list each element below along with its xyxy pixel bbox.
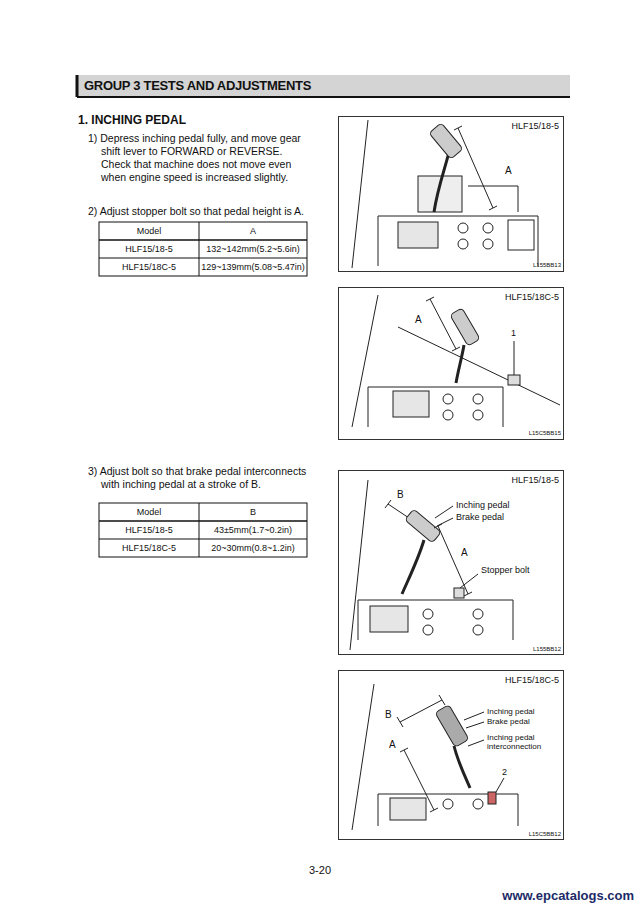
instruction-step: 1) Depress inching pedal fully, and move… — [88, 132, 314, 184]
callout-number: 2 — [502, 767, 507, 778]
table-cell: 129~139mm(5.08~5.47in) — [199, 258, 307, 276]
model-label: HLF15/18C-5 — [449, 292, 559, 303]
table-cell: HLF15/18C-5 — [99, 539, 199, 557]
table-cell: HLF15/18-5 — [99, 240, 199, 258]
part-label: Brake pedal — [456, 512, 504, 523]
figure-frame: HLF15/18-5B Inching pedalBrake pedalA Stop… — [338, 470, 564, 655]
table-grid — [99, 222, 307, 276]
figure-frame: HLF15/18C-5A 1L15C5BB15 — [338, 287, 564, 440]
page-number: 3-20 — [290, 864, 350, 877]
figure-code: L155BB13 — [489, 262, 561, 269]
table-cell: HLF15/18C-5 — [99, 258, 199, 276]
part-label: Inching pedal interconnection — [487, 733, 561, 751]
part-label: Inching pedal — [456, 500, 510, 511]
table-cell: A — [199, 222, 307, 240]
figure-frame: HLF15/18-5A L155BB13 — [338, 116, 564, 272]
table-cell: HLF15/18-5 — [99, 521, 199, 539]
figure-code: L15C5BB15 — [489, 430, 561, 437]
model-label: HLF15/18-5 — [449, 475, 559, 486]
figure-code: L155BB12 — [489, 646, 561, 653]
dimension-label: A — [461, 547, 468, 559]
model-label: HLF15/18-5 — [449, 121, 559, 132]
table-cell: Model — [99, 503, 199, 521]
table-cell: 132~142mm(5.2~5.6in) — [199, 240, 307, 258]
table-cell: B — [199, 503, 307, 521]
section-title: GROUP 3 TESTS AND ADJUSTMENTS — [84, 78, 311, 94]
dimension-label: B — [385, 709, 392, 721]
pedal-illustration — [352, 684, 518, 830]
figure-frame: HLF15/18C-5B Inching pedalBrake pedalA Inc… — [338, 670, 564, 840]
watermark: www.epcatalogs.com — [430, 888, 634, 904]
table-grid — [99, 503, 307, 557]
model-label: HLF15/18C-5 — [449, 675, 559, 686]
pedal-illustration — [352, 120, 538, 268]
table-cell: 20~30mm(0.8~1.2in) — [199, 539, 307, 557]
title-band — [77, 75, 570, 97]
table-cell: 43±5mm(1.7~0.2in) — [199, 521, 307, 539]
part-label: Stopper bolt — [481, 565, 530, 576]
dimension-label: A — [389, 739, 396, 751]
instruction-step: 2) Adjust stopper bolt so that pedal hei… — [88, 205, 314, 218]
figure-code: L15C5BB12 — [489, 831, 561, 838]
pedal-illustration — [352, 295, 560, 427]
callout-number: 1 — [511, 328, 516, 339]
section-heading: 1. INCHING PEDAL — [78, 113, 186, 127]
table-cell: Model — [99, 222, 199, 240]
part-label: Brake pedal — [487, 717, 530, 727]
dimension-label: A — [505, 165, 512, 177]
dimension-label: A — [415, 314, 422, 326]
dimension-label: B — [397, 489, 404, 501]
instruction-step: 3) Adjust bolt so that brake pedal inter… — [88, 465, 324, 491]
part-label: Inching pedal — [487, 707, 535, 717]
